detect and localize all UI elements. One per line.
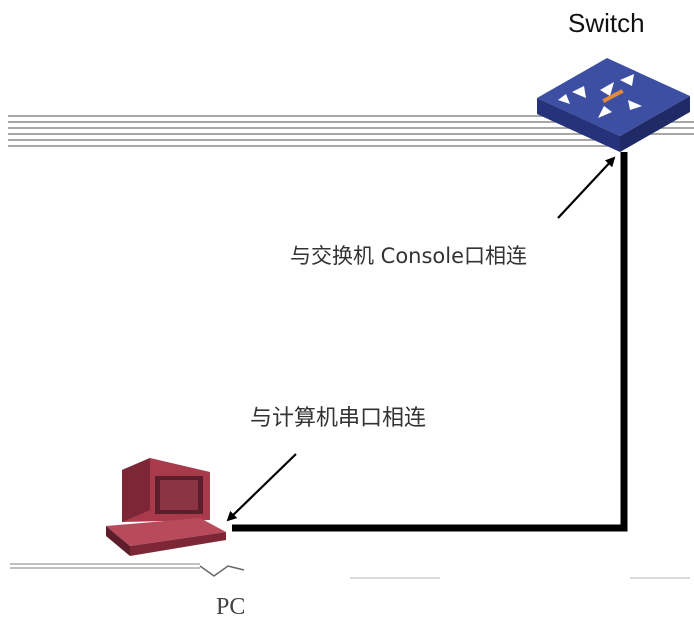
arrow-to-switch-console <box>557 156 616 219</box>
console-connection-label: 与交换机 Console口相连 <box>290 244 528 268</box>
desktop-computer-icon <box>10 458 245 577</box>
network-bus-lines <box>8 115 694 147</box>
switch-label: Switch <box>568 8 645 38</box>
arrow-to-pc-serial <box>226 453 297 522</box>
serial-connection-label: 与计算机串口相连 <box>250 406 427 431</box>
pc-label: PC <box>216 594 246 620</box>
network-switch-icon <box>537 58 690 152</box>
console-cable <box>232 152 628 532</box>
